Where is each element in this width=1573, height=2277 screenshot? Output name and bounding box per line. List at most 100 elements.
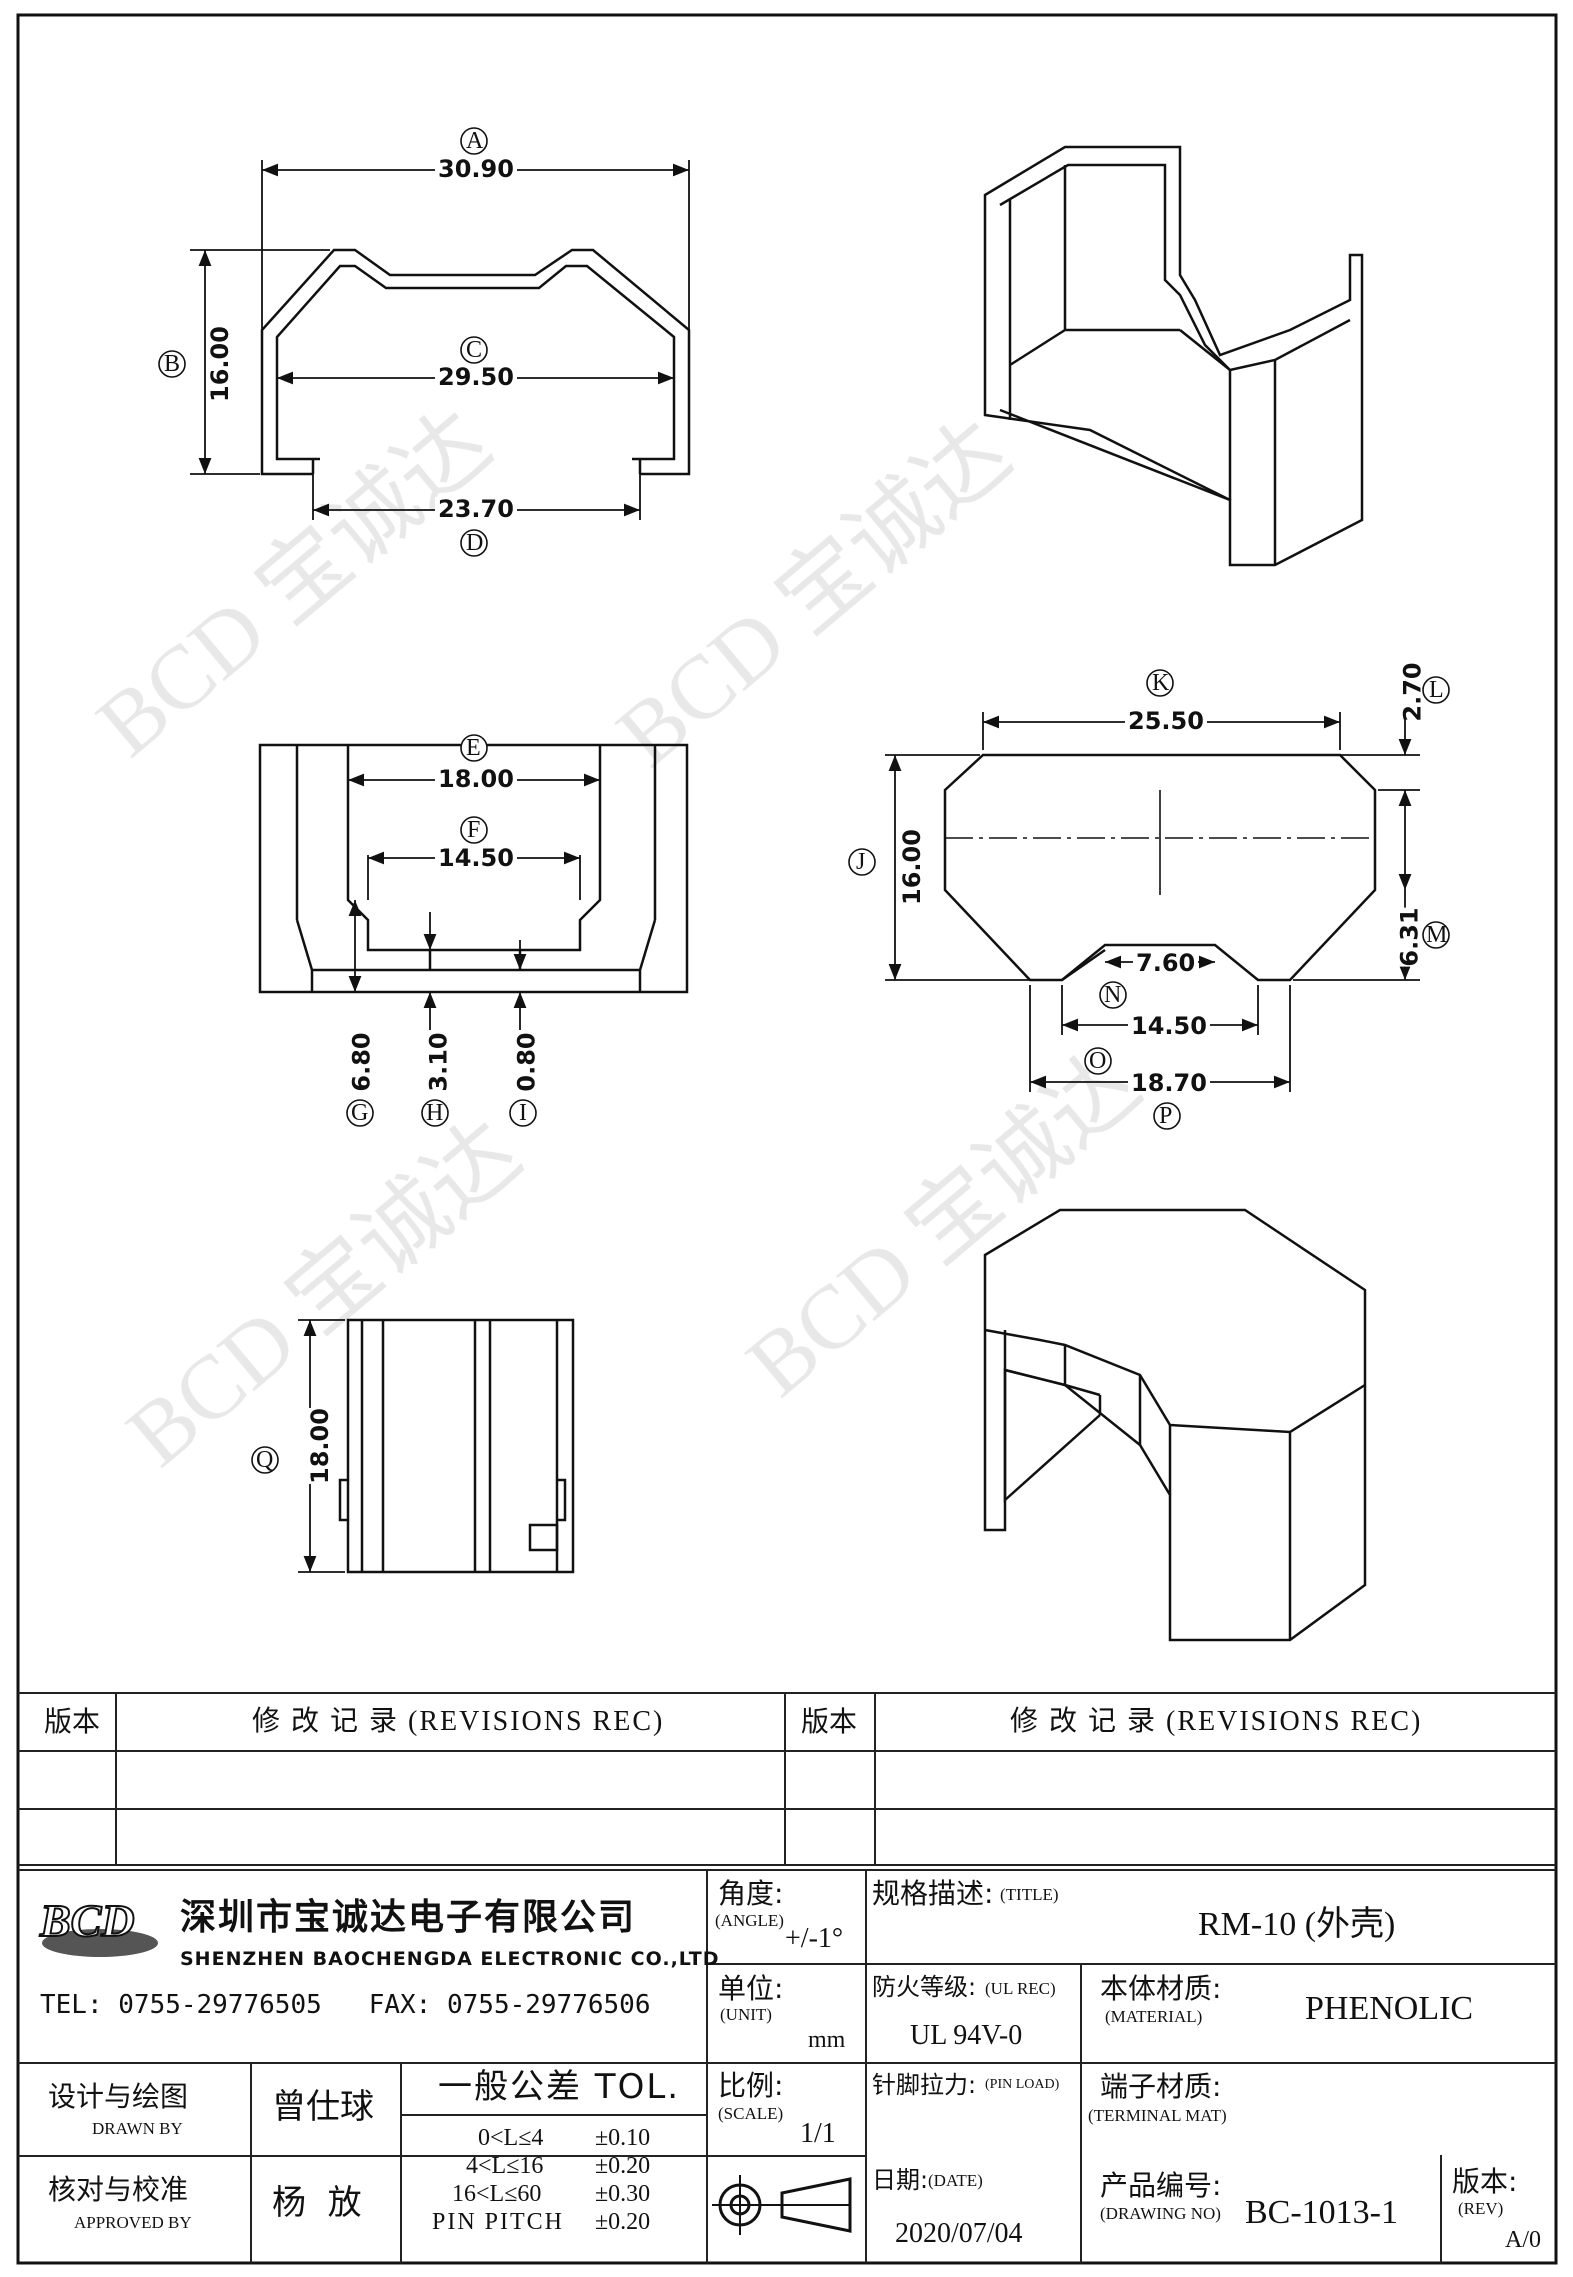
dim-value-M: 6.31	[1395, 907, 1424, 967]
label-circle-O	[1084, 1047, 1112, 1075]
company-name-cn: 深圳市宝诚达电子有限公司	[180, 1897, 637, 1938]
iso-shell-view	[983, 145, 1364, 567]
letter-H: H	[426, 1100, 444, 1126]
label-circle-N	[1099, 981, 1127, 1009]
tol-range-0: 0<L≤4	[478, 2125, 544, 2151]
ul-value: UL 94V-0	[910, 2020, 1023, 2051]
tol-value-1: ±0.20	[595, 2153, 651, 2179]
dim-value-N: 7.60	[1133, 951, 1199, 975]
date-label: 日期:	[872, 2166, 929, 2194]
material-label-en: (MATERIAL)	[1105, 2007, 1203, 2026]
dim-value-O: 14.50	[1128, 1014, 1210, 1038]
letter-D: D	[466, 530, 484, 556]
letter-G: G	[351, 1100, 369, 1126]
rule	[784, 1692, 786, 1864]
title-label: 规格描述:	[872, 1877, 994, 1910]
rule	[865, 1869, 867, 2263]
rev-value: A/0	[1505, 2227, 1541, 2253]
drawing-no-label: 产品编号:	[1100, 2169, 1222, 2202]
dim-value-K: 25.50	[1125, 709, 1207, 733]
unit-label-en: (UNIT)	[720, 2005, 772, 2024]
drawn-label-en: DRAWN BY	[92, 2119, 183, 2138]
rule	[18, 1864, 1556, 1866]
letter-E: E	[466, 735, 481, 761]
pin-label: 针脚拉力:	[872, 2071, 977, 2099]
dim-value-L: 2.70	[1398, 662, 1427, 722]
rule	[18, 2155, 706, 2157]
dim-value-C: 29.50	[435, 365, 517, 389]
dim-value-J: 16.00	[897, 829, 926, 905]
dimension-labels	[158, 127, 1450, 1474]
date-label-en: (DATE)	[928, 2171, 983, 2190]
drawn-label: 设计与绘图	[48, 2080, 189, 2113]
approved-label: 核对与校准	[48, 2173, 189, 2206]
iso-closed-view	[983, 1208, 1367, 1642]
label-circle-P	[1153, 1102, 1181, 1130]
dim-value-H: 3.10	[424, 1032, 453, 1092]
label-circle-D	[460, 529, 488, 557]
dim-value-P: 18.70	[1128, 1071, 1210, 1095]
label-circle-Q	[251, 1446, 279, 1474]
dim-value-D: 23.70	[435, 497, 517, 521]
sheet-border	[16, 13, 1558, 2265]
approved-label-en: APPROVED BY	[74, 2213, 192, 2232]
material-value: PHENOLIC	[1305, 1990, 1474, 2027]
rule	[18, 2062, 1556, 2064]
rule	[706, 1963, 1556, 1965]
date-value: 2020/07/04	[895, 2218, 1023, 2249]
scale-label: 比例:	[718, 2069, 784, 2102]
letter-Q: Q	[256, 1447, 274, 1473]
angle-label-en: (ANGLE)	[715, 1911, 784, 1930]
letter-C: C	[466, 337, 483, 363]
rule	[115, 1692, 117, 1864]
rev-label-en: (REV)	[1458, 2199, 1504, 2218]
letter-L: L	[1429, 677, 1444, 703]
tol-range-2: 16<L≤60	[452, 2181, 542, 2207]
scale-value: 1/1	[800, 2118, 836, 2149]
terminal-label: 端子材质:	[1100, 2070, 1222, 2103]
letter-M: M	[1426, 922, 1448, 948]
svg-text:BCD 宝诚达: BCD 宝诚达	[79, 393, 508, 776]
approved-value: 杨 放	[272, 2183, 362, 2223]
dim-value-A: 30.90	[435, 157, 517, 181]
letter-J: J	[856, 849, 866, 875]
title-value: RM-10 (外壳)	[1198, 1906, 1396, 1943]
letter-O: O	[1089, 1048, 1107, 1074]
rule	[706, 2155, 866, 2157]
side-view	[338, 1318, 575, 1574]
label-circle-B	[158, 350, 186, 378]
company-logo: BCD	[38, 1894, 158, 1957]
dim-value-I: 0.80	[512, 1032, 541, 1092]
letter-N: N	[1104, 982, 1122, 1008]
rule	[400, 2062, 402, 2263]
unit-value: mm	[808, 2027, 846, 2053]
rev-header-right: 版本	[801, 1705, 858, 1738]
rule	[250, 2062, 252, 2263]
rev-label: 版本:	[1452, 2165, 1518, 2198]
dim-value-B: 16.00	[205, 326, 234, 402]
label-circle-G	[346, 1099, 374, 1127]
rule	[874, 1692, 876, 1864]
material-label: 本体材质:	[1100, 1972, 1222, 2005]
dim-value-E: 18.00	[435, 767, 517, 791]
terminal-label-en: (TERMINAL MAT)	[1088, 2106, 1227, 2125]
projection-symbol	[712, 2175, 852, 2235]
tol-value-2: ±0.30	[595, 2181, 651, 2207]
unit-label: 单位:	[718, 1972, 784, 2005]
label-circle-F	[460, 816, 488, 844]
angle-label: 角度:	[718, 1877, 784, 1910]
ul-label: 防火等级:	[872, 1973, 977, 2001]
tol-range-3: PIN PITCH	[432, 2209, 565, 2235]
dim-value-Q: 18.00	[305, 1408, 334, 1484]
letter-A: A	[466, 128, 484, 154]
top-view-dims	[190, 160, 690, 520]
rule	[18, 1750, 1556, 1752]
dim-value-G: 6.80	[347, 1032, 376, 1092]
company-contact: TEL: 0755-29776505 FAX: 0755-29776506	[40, 1990, 651, 2020]
title-label-en: (TITLE)	[1000, 1885, 1059, 1904]
rev-header-left: 版本	[44, 1705, 101, 1738]
label-circle-A	[460, 127, 488, 155]
letter-P: P	[1159, 1103, 1173, 1129]
